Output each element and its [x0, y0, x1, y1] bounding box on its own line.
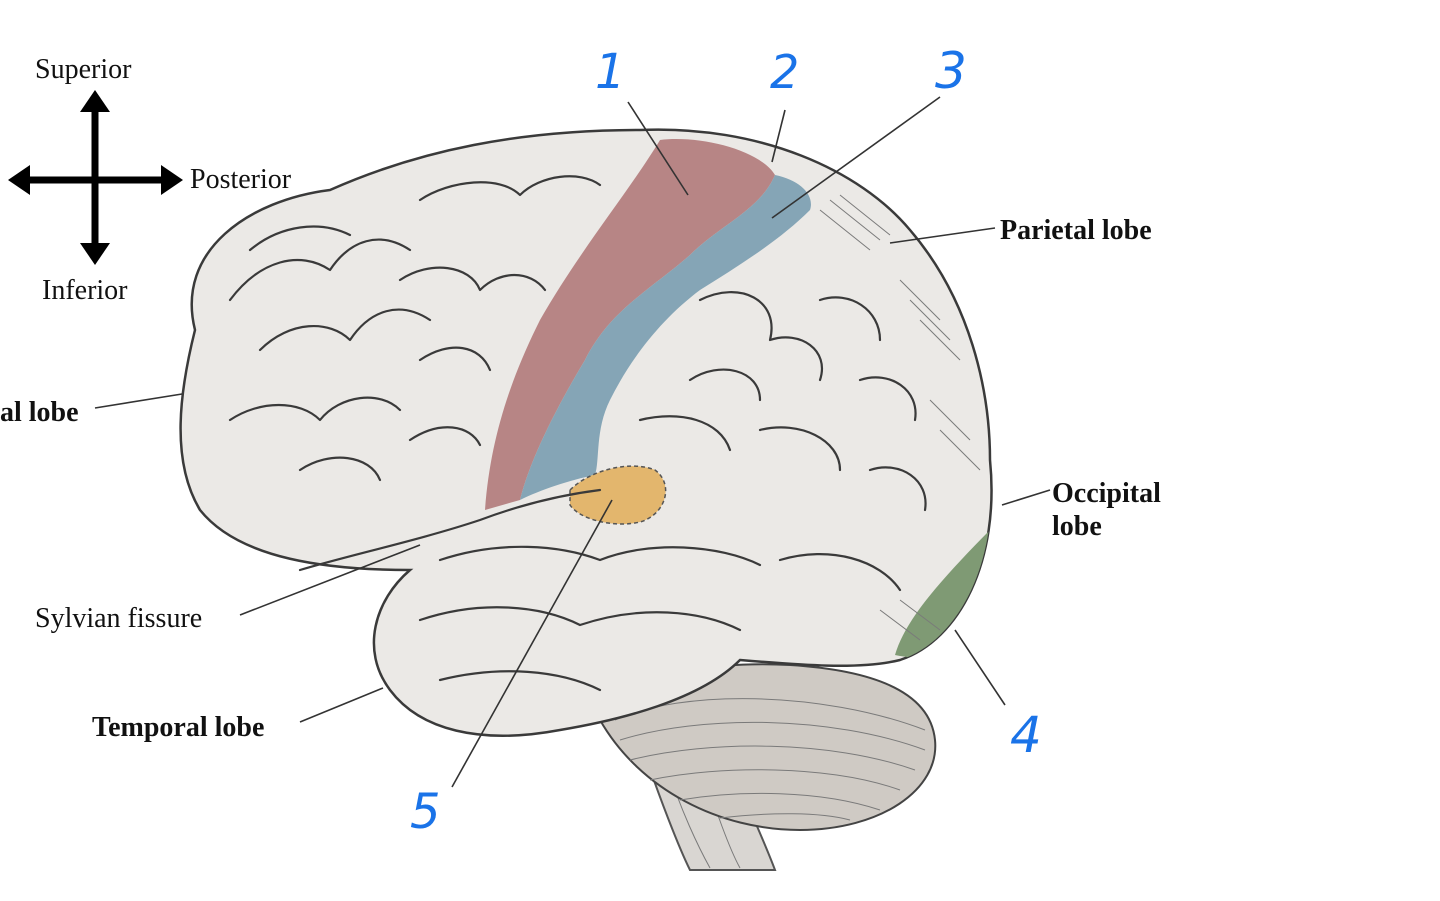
parietal-leader-line: [889, 227, 996, 244]
region-5-auditory-area: [569, 465, 667, 525]
posterior-label: Posterior: [190, 164, 292, 195]
cerebrum: [179, 128, 993, 737]
number-2: 2: [770, 45, 799, 99]
frontal-leader-line: [94, 393, 183, 409]
inferior-label: Inferior: [42, 275, 128, 306]
number-3: 3: [935, 42, 967, 100]
temporal-leader-line: [299, 687, 384, 723]
sylvian-leader-line: [239, 544, 421, 616]
sylvian-fissure-label: Sylvian fissure: [35, 603, 202, 634]
region-1-precentral-gyrus: [485, 139, 775, 510]
parietal-lobe-label: Parietal lobe: [1000, 215, 1152, 246]
superior-label: Superior: [35, 54, 132, 85]
number-4: 4: [1010, 706, 1042, 764]
leader-line-5: [451, 499, 613, 788]
occipital-lobe-label-line2: lobe: [1052, 511, 1102, 542]
temporal-lobe-label: Temporal lobe: [92, 712, 264, 743]
number-5: 5: [410, 784, 441, 840]
occipital-leader-line: [1001, 489, 1051, 506]
region-3-postcentral-gyrus: [520, 175, 811, 500]
leader-line-1: [627, 101, 689, 196]
leader-line-2: [771, 109, 786, 163]
leader-line-4: [954, 629, 1006, 706]
number-1: 1: [595, 44, 626, 100]
leader-line-3: [771, 96, 941, 219]
occipital-lobe-label-line1: Occipital: [1052, 478, 1161, 509]
frontal-lobe-label: al lobe: [0, 397, 79, 428]
orientation-compass: [8, 90, 183, 265]
